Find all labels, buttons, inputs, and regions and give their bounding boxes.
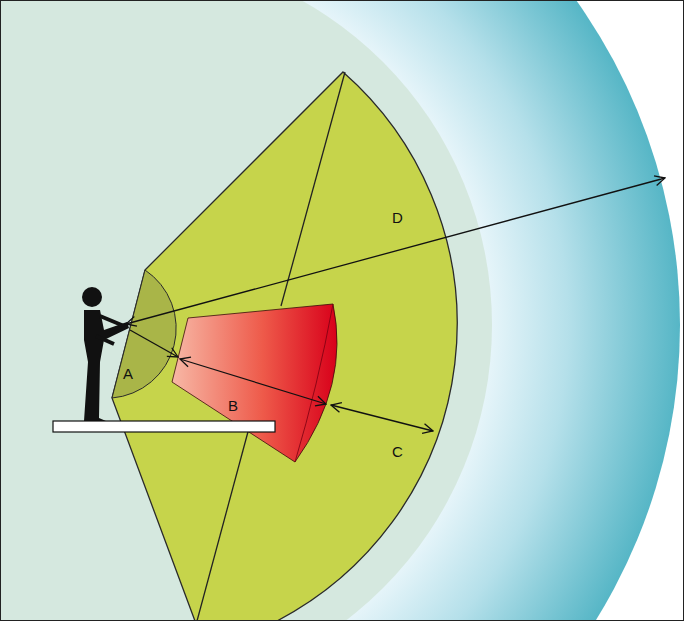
platform [53, 421, 275, 432]
operator-figure [82, 287, 129, 421]
cone-face [295, 304, 333, 462]
zone-a [112, 270, 176, 398]
zone-letter: A [123, 366, 133, 381]
zone-line [281, 72, 345, 306]
dimension-arrows [126, 178, 665, 431]
zone-letter: C [392, 444, 403, 459]
zone-letter: D [392, 210, 403, 225]
inner-ground [0, 0, 492, 621]
spray-cone [172, 304, 337, 462]
zone-line [197, 428, 249, 621]
zone-letter: B [228, 398, 238, 413]
work-zone [112, 72, 457, 621]
